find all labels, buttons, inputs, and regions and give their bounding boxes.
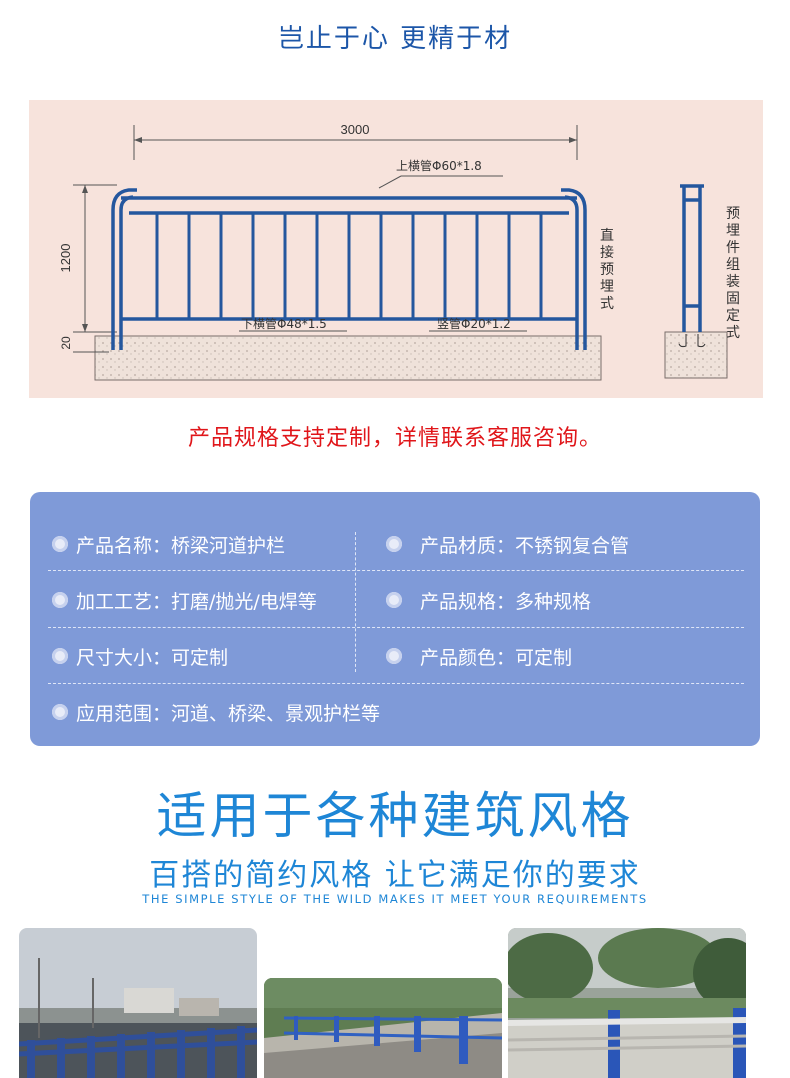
- width-dimension-label: 3000: [341, 122, 370, 137]
- spec-text: 加工工艺：打磨/抛光/电焊等: [76, 590, 317, 613]
- top-rail-label: 上横管Φ60*1.8: [396, 158, 482, 173]
- method-direct-char: 预: [600, 262, 614, 278]
- bullet-icon: [52, 648, 68, 664]
- page-title: 岂止于心 更精于材: [277, 24, 513, 54]
- method-direct-char: 直: [600, 227, 614, 244]
- spec-text: 应用范围：河道、桥梁、景观护栏等: [76, 702, 381, 725]
- spec-item: 加工工艺：打磨/抛光/电焊等: [52, 572, 317, 628]
- spec-row: 尺寸大小：可定制 产品颜色：可定制: [30, 628, 760, 684]
- spec-text: 产品名称：桥梁河道护栏: [76, 534, 286, 557]
- spec-item: 产品名称：桥梁河道护栏: [52, 516, 285, 572]
- bullet-icon: [52, 592, 68, 608]
- spec-text: 产品颜色：可定制: [420, 646, 573, 669]
- spec-item: 应用范围：河道、桥梁、景观护栏等: [52, 684, 380, 740]
- column-divider: [355, 532, 356, 672]
- bullet-icon: [386, 592, 402, 608]
- spec-item: 产品材质：不锈钢复合管: [386, 516, 629, 572]
- base-dimension-label: 20: [59, 336, 73, 350]
- spec-item: 尺寸大小：可定制: [52, 628, 228, 684]
- bullet-icon: [52, 704, 68, 720]
- photo-park-railing: [508, 928, 746, 1078]
- row-divider: [48, 683, 744, 684]
- vertical-bars: [155, 213, 543, 319]
- style-section-subtitle: 百搭的简约风格 让它满足你的要求: [149, 858, 641, 893]
- photo-river-railing: [264, 978, 502, 1078]
- method-assembled-char: 埋: [726, 223, 740, 239]
- method-direct-char: 埋: [600, 279, 614, 295]
- spec-row: 产品名称：桥梁河道护栏 产品材质：不锈钢复合管: [30, 516, 760, 572]
- method-assembled-char: 组: [726, 257, 740, 273]
- row-divider: [48, 570, 744, 571]
- bottom-rail-label: 下横管Φ48*1.5: [241, 316, 327, 331]
- bullet-icon: [386, 536, 402, 552]
- method-assembled-char: 件: [726, 240, 740, 256]
- foundation-block: [94, 335, 602, 381]
- spec-item: 产品规格：多种规格: [386, 572, 591, 628]
- spec-item: 产品颜色：可定制: [386, 628, 572, 684]
- row-divider: [48, 627, 744, 628]
- photo-bridge-railing-city: [19, 928, 257, 1078]
- method-assembled-char: 固: [726, 291, 740, 307]
- method-assembled-char: 定: [726, 308, 740, 324]
- method-direct-char: 接: [600, 244, 614, 261]
- spec-text: 尺寸大小：可定制: [76, 646, 229, 669]
- spec-text: 产品规格：多种规格: [420, 590, 592, 613]
- vertical-bar-label: 竖管Φ20*1.2: [437, 316, 511, 331]
- method-assembled-char: 装: [726, 274, 740, 290]
- spec-row: 应用范围：河道、桥梁、景观护栏等: [30, 684, 760, 740]
- spec-text: 产品材质：不锈钢复合管: [420, 534, 630, 557]
- customization-note: 产品规格支持定制，详情联系客服咨询。: [187, 426, 602, 451]
- spec-card: 产品名称：桥梁河道护栏 产品材质：不锈钢复合管 加工工艺：打磨/抛光/电焊等 产…: [30, 492, 760, 746]
- railing-technical-drawing: 3000 1200 20: [29, 100, 763, 398]
- bullet-icon: [386, 648, 402, 664]
- spec-row: 加工工艺：打磨/抛光/电焊等 产品规格：多种规格: [30, 572, 760, 628]
- method-assembled-char: 预: [726, 206, 740, 222]
- bullet-icon: [52, 536, 68, 552]
- foundation-block-side: [664, 331, 728, 379]
- height-dimension-label: 1200: [58, 244, 73, 273]
- style-section-title: 适用于各种建筑风格: [156, 787, 634, 845]
- style-section-english: THE SIMPLE STYLE OF THE WILD MAKES IT ME…: [142, 892, 648, 906]
- method-direct-char: 式: [600, 296, 614, 312]
- method-assembled-char: 式: [726, 325, 740, 341]
